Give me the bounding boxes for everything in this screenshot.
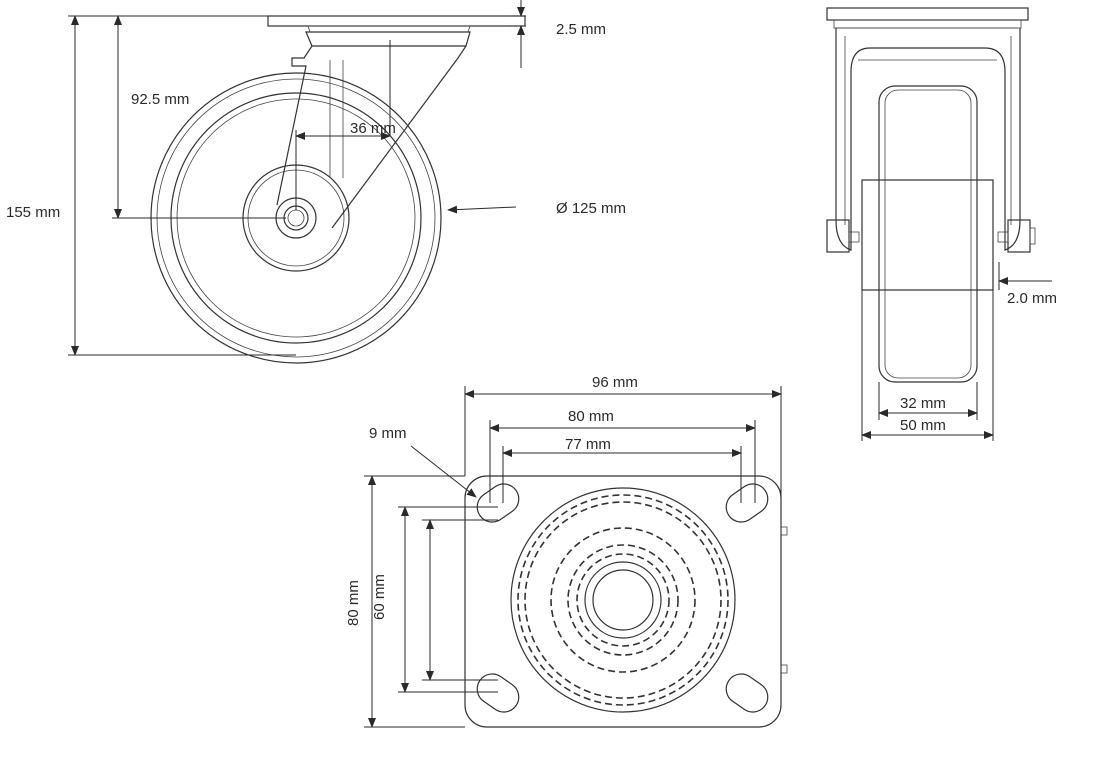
top-view: 96 mm 80 mm 77 mm 9 mm 80 mm 60 mm [345,374,788,728]
front-wheel [861,85,994,383]
dim-total-height: 155 mm [6,204,60,221]
dim-wheel-width: 50 mm [900,417,946,434]
side-fork [276,45,467,229]
front-fork [835,28,1021,251]
dim-plate-width: 96 mm [592,374,638,391]
dim-hole-spacing-vertical-label: 60 mm [371,574,388,620]
mounting-holes [476,483,769,713]
side-top-plate [267,15,526,47]
top-plate [464,475,788,728]
dim-hole-diameter: 9 mm [369,425,407,442]
dim-plate-thickness: 2.5 mm [556,21,606,38]
dim-hole-spacing-outer: 80 mm [568,408,614,425]
front-axle [826,219,1036,253]
dim-tread-width: 32 mm [900,395,946,412]
dim-axle-height: 92.5 mm [131,91,189,108]
dim-plate-length: 80 mm [345,580,362,626]
dim-clearance: 2.0 mm [1007,290,1057,307]
dim-offset: 36 mm [350,120,396,137]
side-view: 2.5 mm 155 mm 92.5 mm 36 mm Ø 125 mm [6,0,626,364]
swivel-bearing [510,487,736,713]
front-view: 2.0 mm 32 mm 50 mm [826,7,1057,441]
dim-wheel-diameter: Ø 125 mm [556,200,626,217]
dim-hole-spacing-inner: 77 mm [565,436,611,453]
front-top-plate [826,7,1029,29]
